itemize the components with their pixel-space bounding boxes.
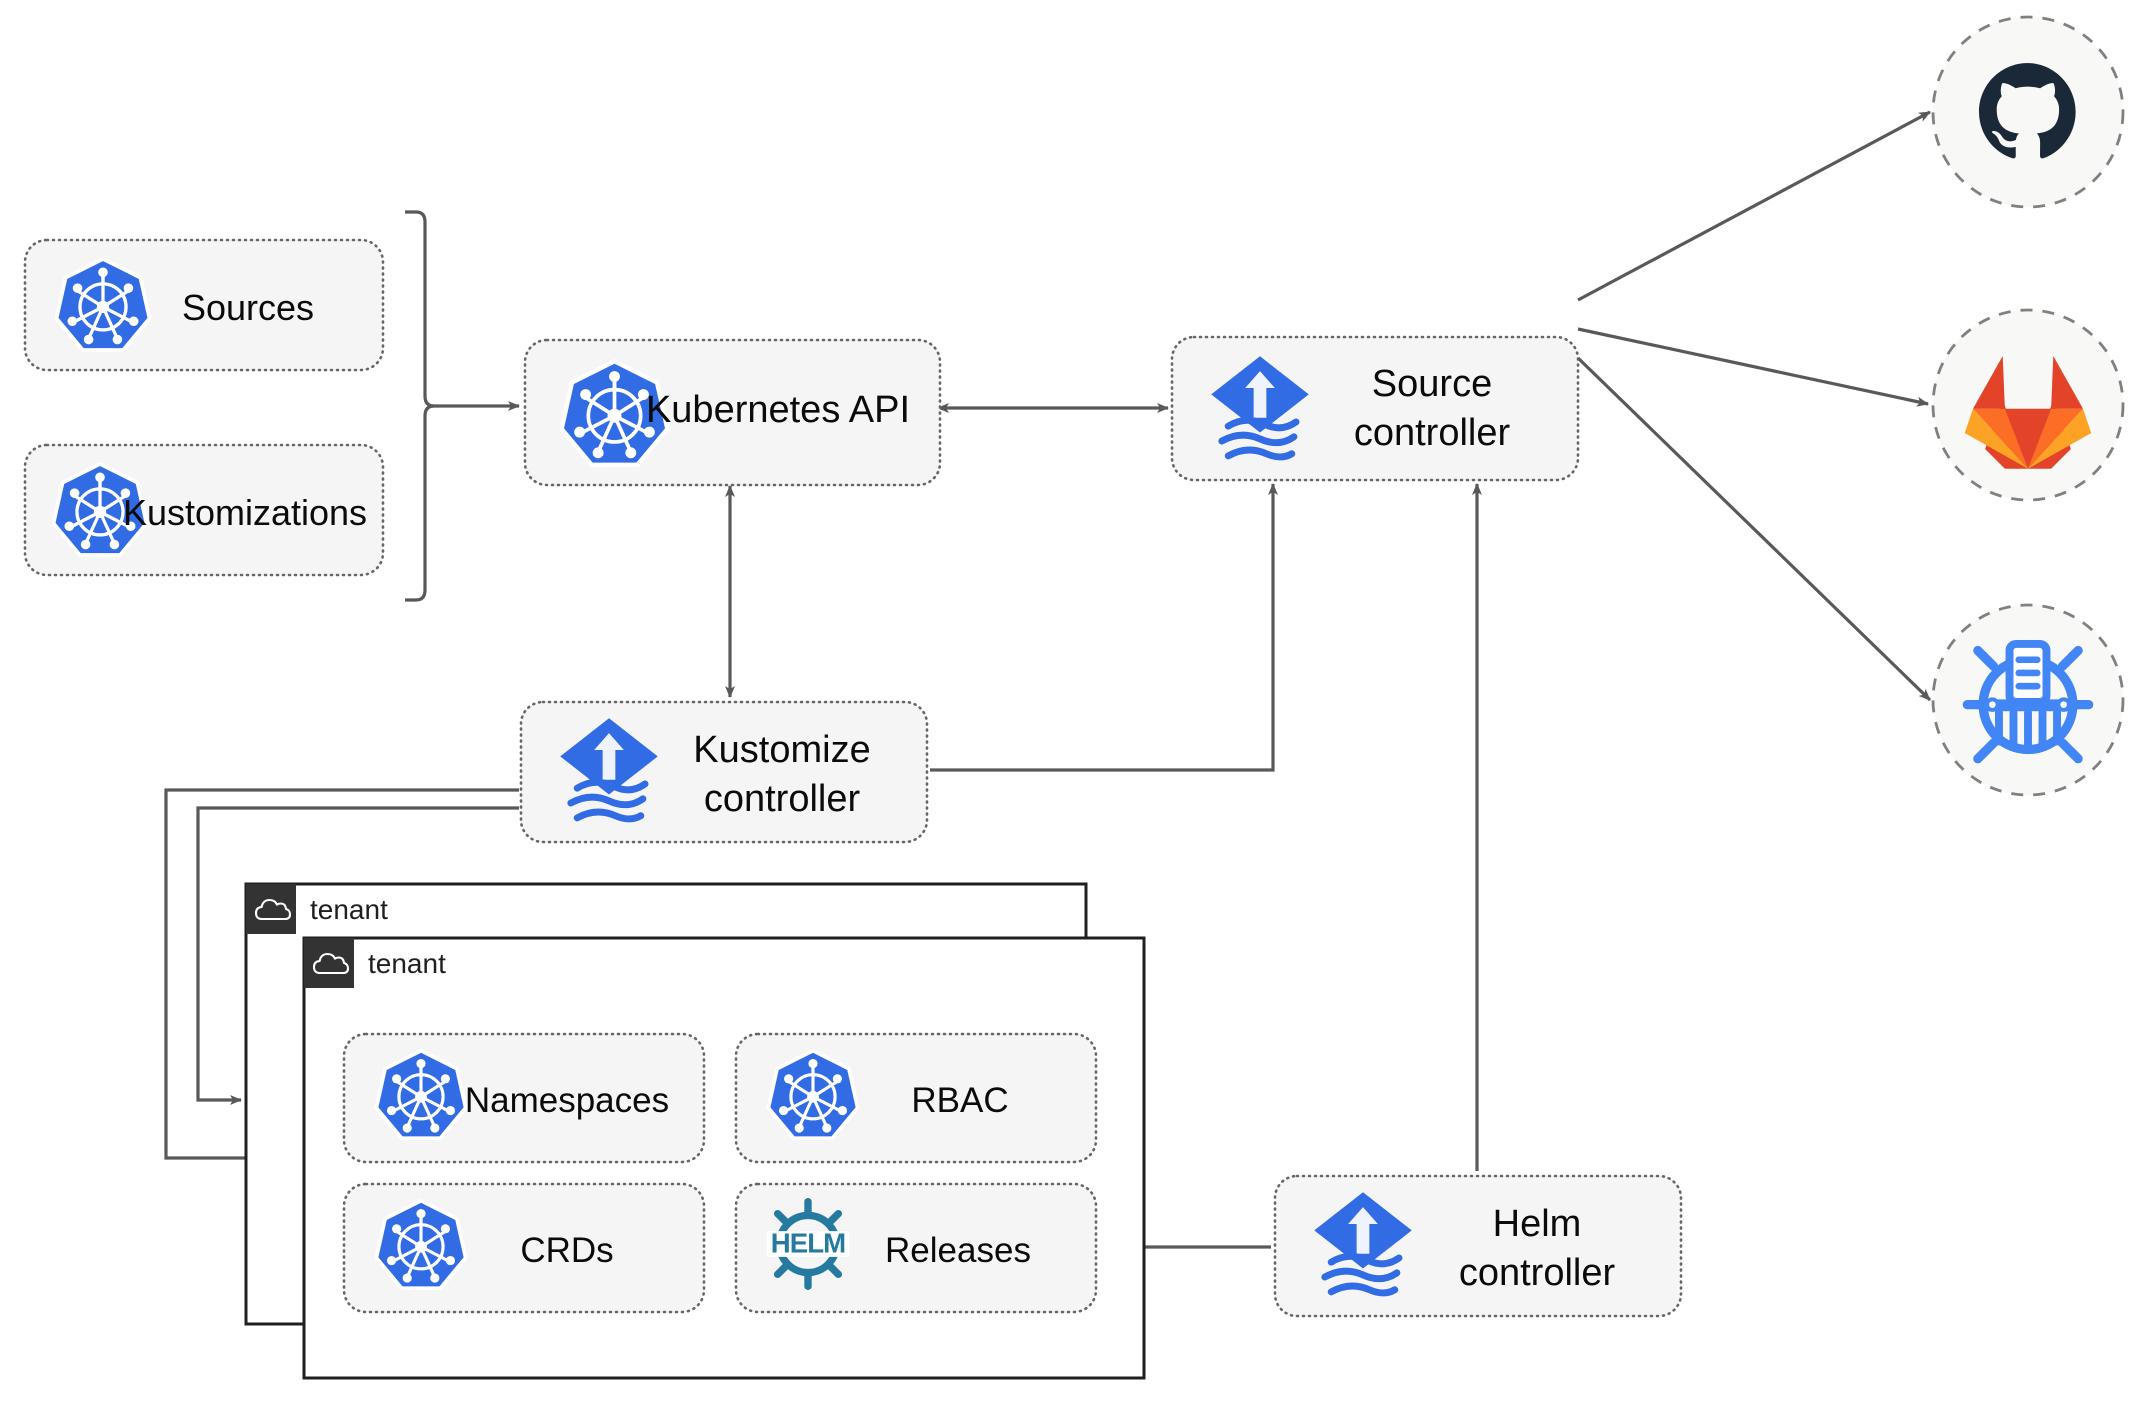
github-icon — [1979, 63, 2076, 159]
node-source-controller-label-line1: Source — [1372, 363, 1492, 405]
cloud-icon — [254, 898, 292, 921]
node-sources-label: Sources — [182, 287, 314, 328]
edge-kustomize-to-tenant-outer — [164, 788, 519, 1163]
cloud-icon — [312, 952, 350, 975]
node-gitlab[interactable] — [1931, 308, 2125, 502]
edge-source-to-github — [1577, 110, 1931, 302]
node-kustomizations[interactable]: Kustomizations — [23, 443, 385, 577]
node-namespaces-label: Namespaces — [465, 1081, 669, 1120]
tenant-outer-label: tenant — [310, 894, 388, 925]
node-source-controller-label-line2: controller — [1354, 412, 1511, 454]
node-kustomizations-label: Kustomizations — [123, 492, 367, 533]
gitlab-icon — [1964, 356, 2092, 469]
node-namespaces[interactable]: Namespaces — [342, 1032, 706, 1164]
node-github[interactable] — [1931, 15, 2125, 209]
bucket-icon — [1962, 639, 2094, 764]
node-kustomize-controller-label-line2: controller — [704, 778, 861, 820]
node-rbac[interactable]: RBAC — [734, 1032, 1098, 1164]
node-releases-label: Releases — [885, 1231, 1031, 1270]
node-source-controller[interactable]: Source controller — [1170, 335, 1580, 482]
edge-kustomize-to-tenant-inner — [196, 806, 519, 1105]
tenant-inner-label: tenant — [368, 948, 446, 979]
edge-source-to-bucket — [1576, 356, 1932, 702]
node-bucket[interactable] — [1931, 603, 2125, 797]
node-crds-label: CRDs — [520, 1231, 613, 1270]
node-kustomize-controller[interactable]: Kustomize controller — [519, 700, 929, 844]
helm-icon — [767, 1202, 850, 1287]
node-kubernetes-api-label: Kubernetes API — [646, 389, 910, 431]
node-helm-controller-label-line2: controller — [1459, 1252, 1616, 1294]
node-releases[interactable]: Releases — [734, 1182, 1098, 1314]
node-kubernetes-api[interactable]: Kubernetes API — [523, 338, 942, 487]
node-helm-controller[interactable]: Helm controller — [1273, 1174, 1683, 1318]
node-sources[interactable]: Sources — [23, 238, 385, 372]
node-helm-controller-label-line1: Helm — [1493, 1203, 1582, 1245]
node-rbac-label: RBAC — [911, 1081, 1008, 1120]
edge-kustomize-to-source — [930, 483, 1278, 772]
edge-source-to-gitlab — [1577, 327, 1929, 407]
node-kustomize-controller-label-line1: Kustomize — [693, 729, 870, 771]
node-crds[interactable]: CRDs — [342, 1182, 706, 1314]
